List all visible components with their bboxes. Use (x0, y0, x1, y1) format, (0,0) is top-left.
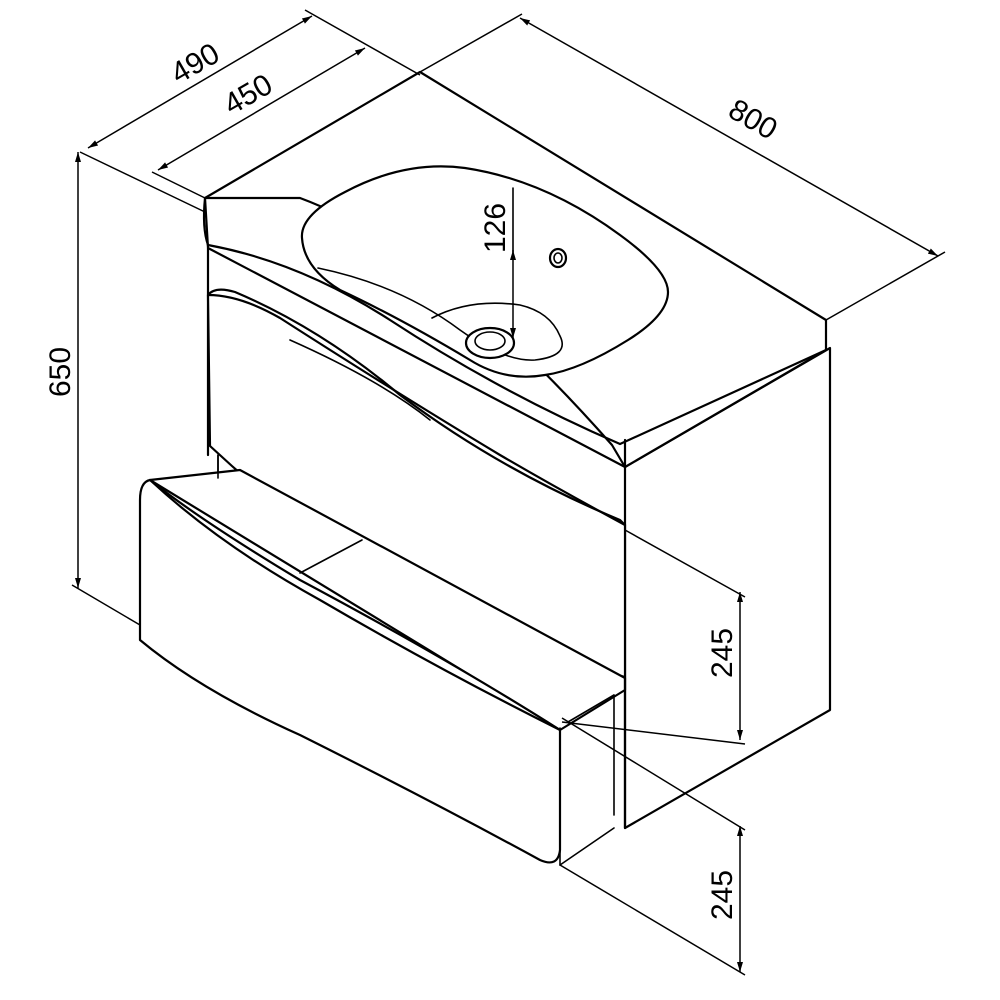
dimension-126-label: 126 (479, 203, 512, 253)
dimension-245-top-label: 245 (706, 628, 739, 678)
dimension-650-label: 650 (44, 347, 77, 397)
overflow-hole-icon (548, 247, 568, 269)
dimension-245-top: 245 (561, 529, 746, 745)
dimension-245-bottom: 245 (559, 717, 746, 976)
dimension-650: 650 (44, 152, 141, 626)
dimension-490-label: 490 (165, 37, 225, 91)
drain-icon (464, 326, 516, 360)
dimension-126: 126 (479, 187, 516, 338)
bottom-drawer-front (138, 478, 627, 864)
dimension-450-label: 450 (218, 68, 278, 122)
dimension-245-bottom-label: 245 (706, 870, 739, 920)
